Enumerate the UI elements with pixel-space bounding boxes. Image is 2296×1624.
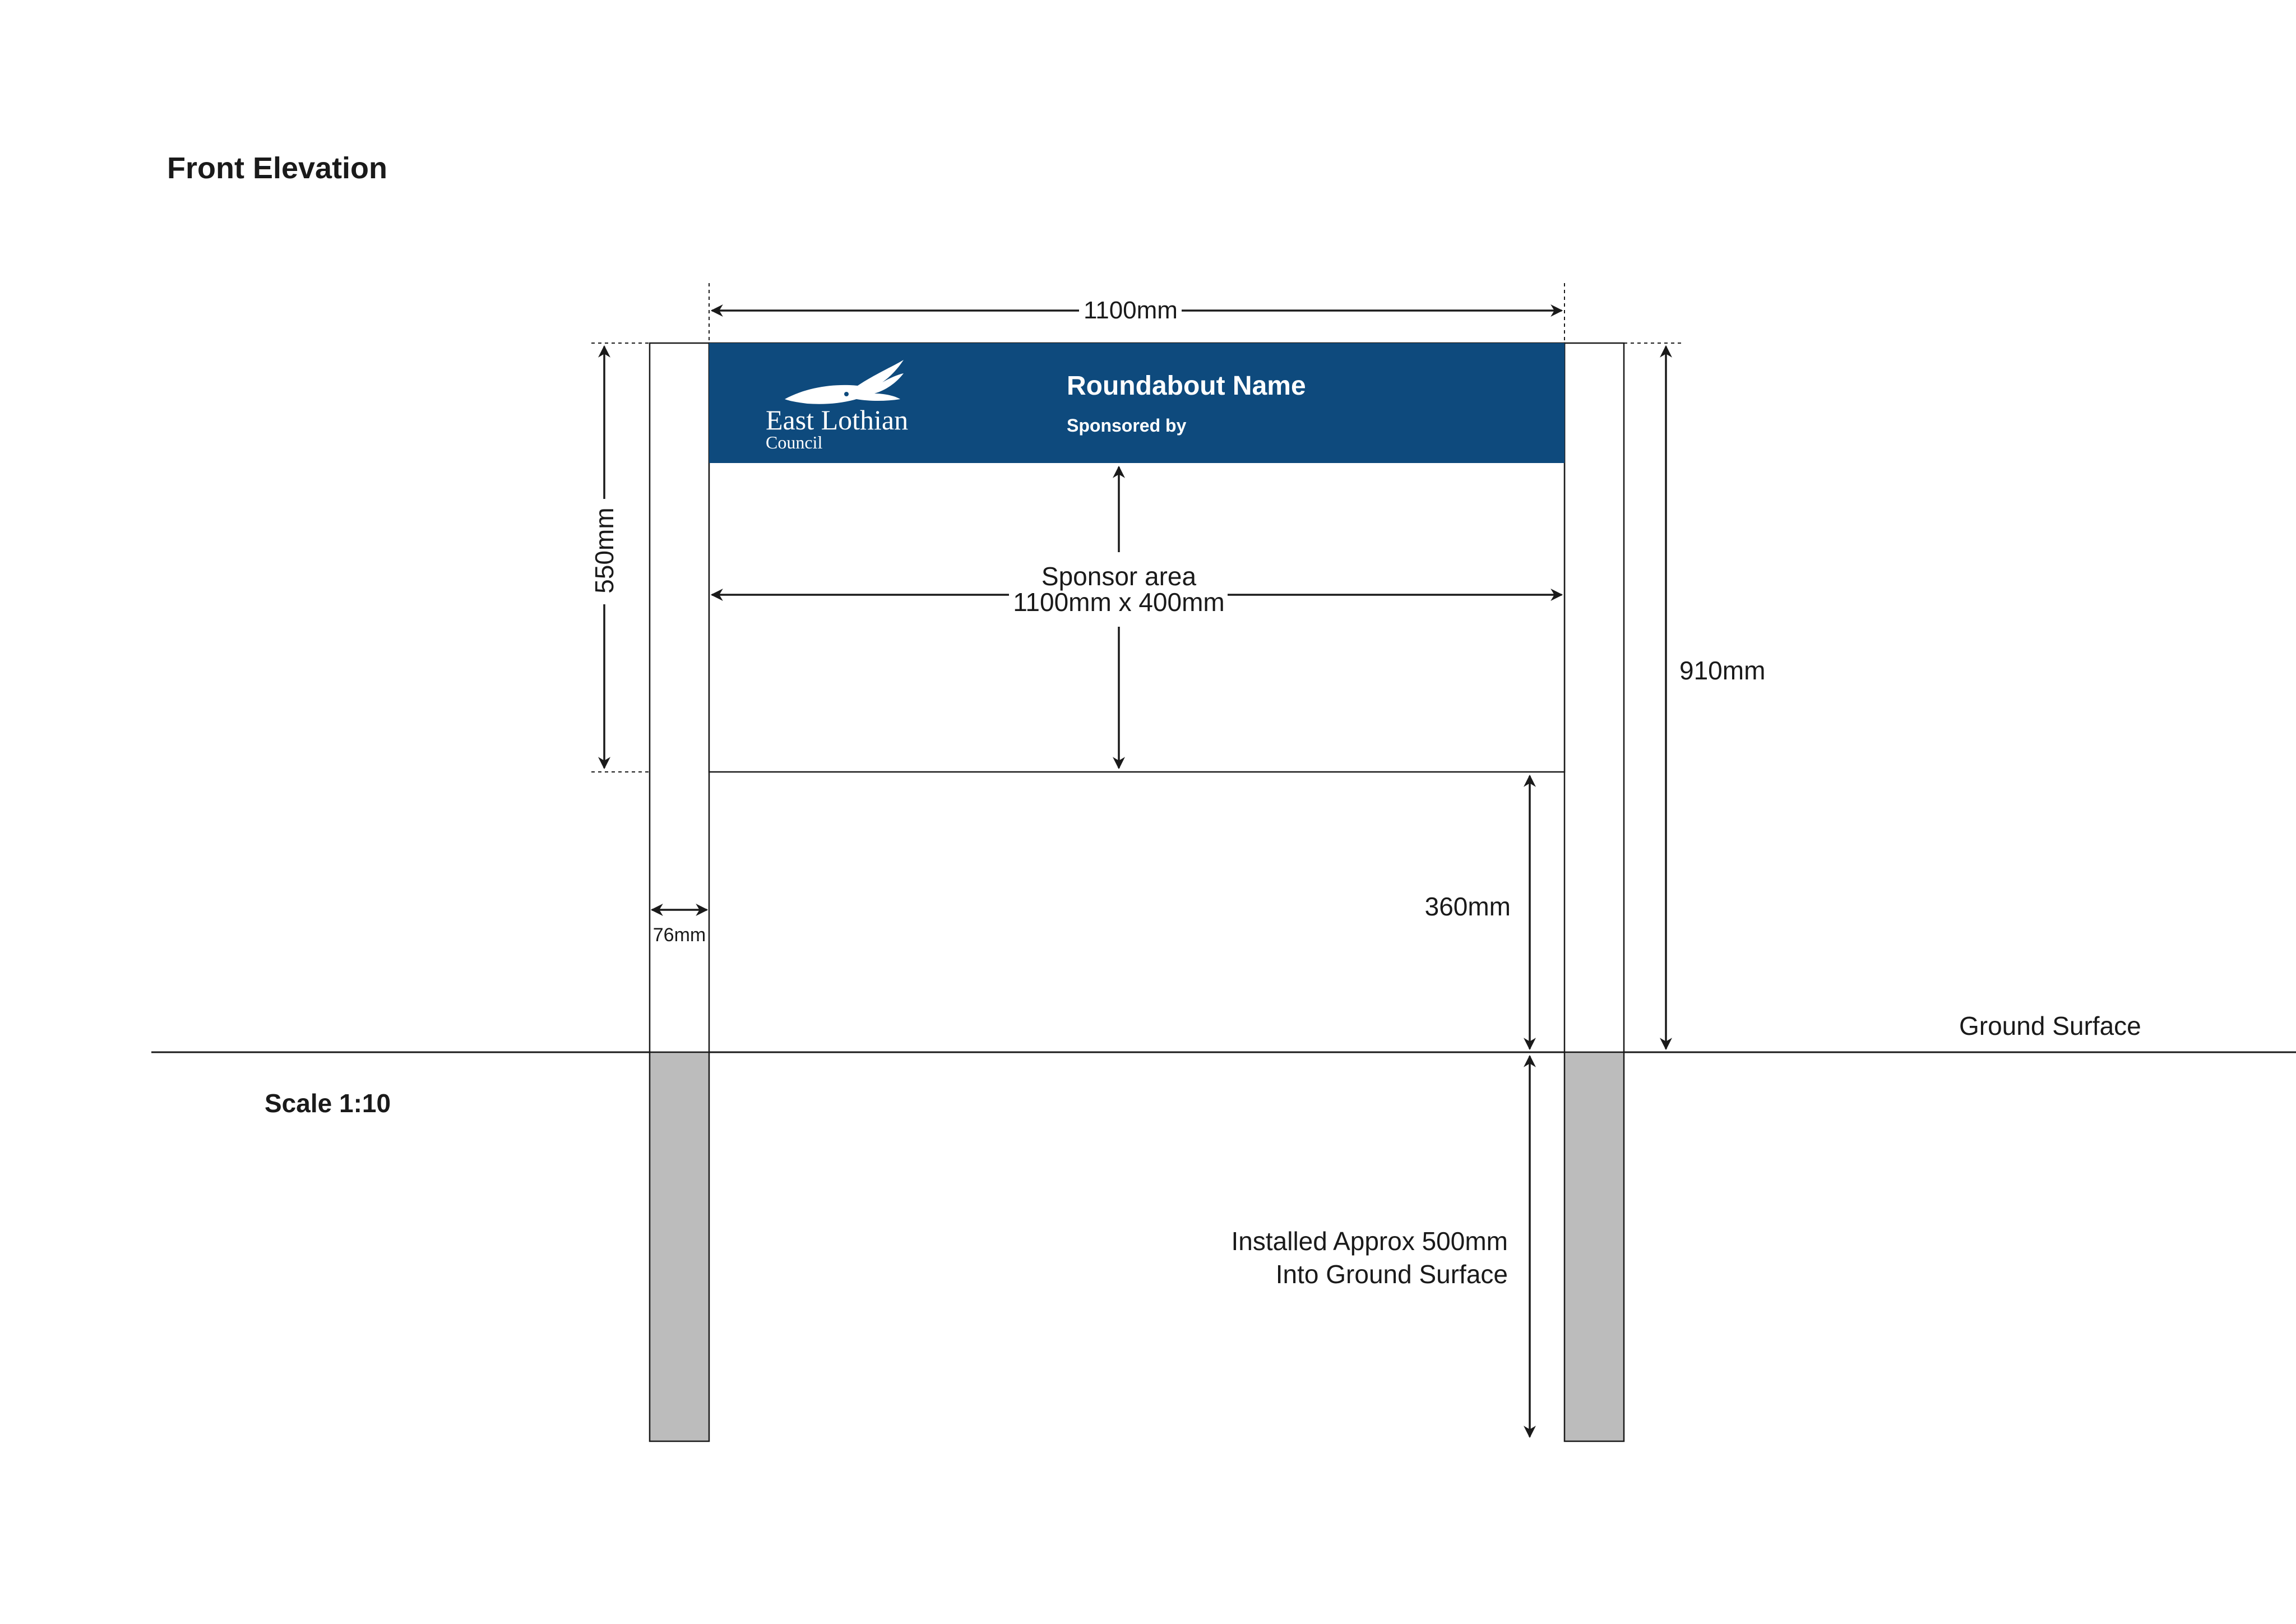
sponsor-area-size: 1100mm x 400mm [1013, 587, 1225, 617]
east-lothian-logo: East Lothian Council [766, 360, 908, 452]
width-dimension-label: 1100mm [1084, 297, 1178, 324]
bird-icon [785, 360, 904, 404]
buried-depth-label-line-2: Into Ground Surface [1276, 1260, 1508, 1289]
sponsor-area-label: Sponsor area [1041, 562, 1197, 591]
left-post-buried [649, 1051, 710, 1442]
left-post [649, 342, 710, 1053]
sponsored-by: Sponsored by [1067, 415, 1187, 436]
buried-depth-label-line-1: Installed Approx 500mm [1232, 1227, 1508, 1256]
sign-header-band [709, 343, 1564, 463]
roundabout-name: Roundabout Name [1067, 371, 1306, 401]
right-post-buried [1563, 1051, 1625, 1442]
ground-surface-label: Ground Surface [1959, 1011, 2141, 1040]
logo-line-2: Council [766, 432, 822, 452]
scale-label: Scale 1:10 [265, 1089, 391, 1118]
bird-eye-icon [844, 392, 849, 396]
post-width-label: 76mm [653, 924, 706, 946]
drawing-title: Front Elevation [167, 151, 387, 185]
panel-height-label: 550mm [590, 507, 619, 593]
total-height-label: 910mm [1679, 656, 1765, 685]
logo-line-1: East Lothian [766, 404, 908, 436]
clearance-label: 360mm [1425, 892, 1511, 921]
right-post [1563, 342, 1625, 1053]
